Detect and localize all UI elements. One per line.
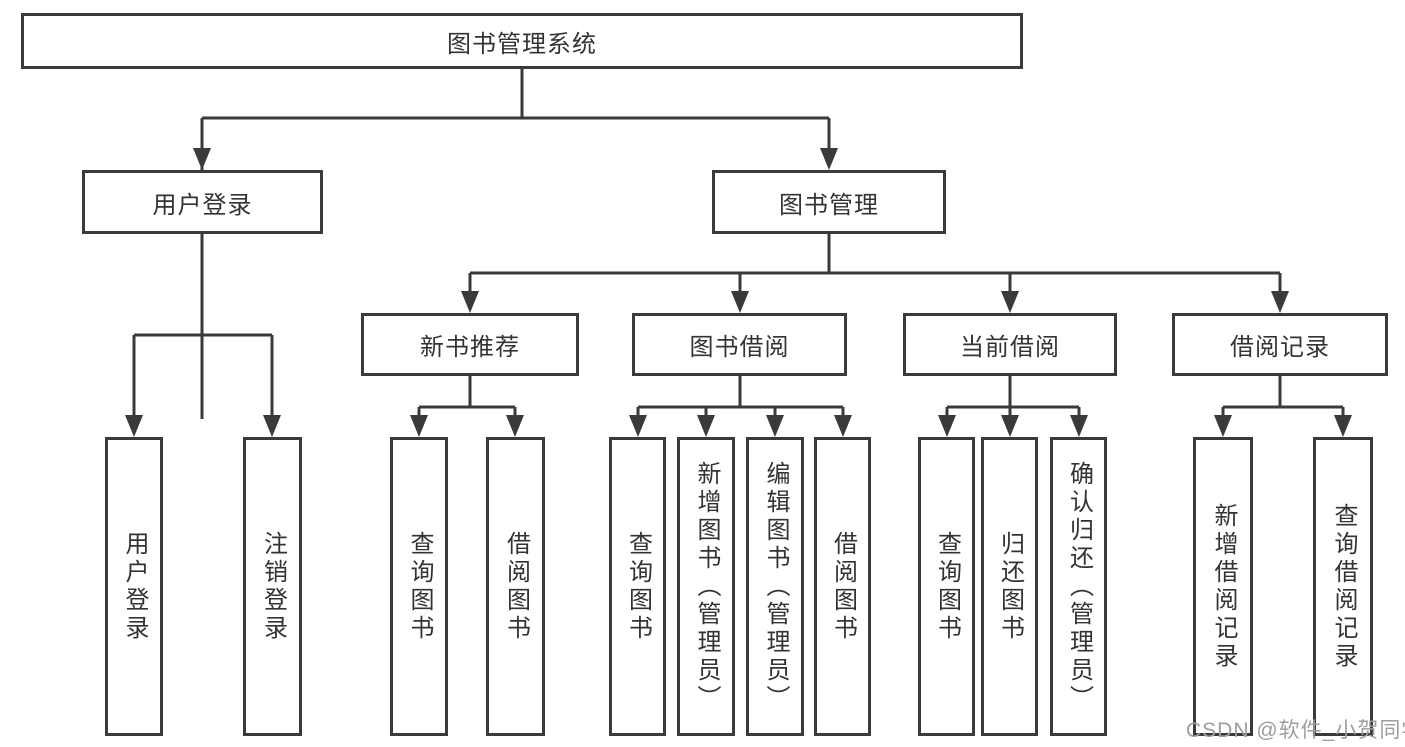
node-user-login: 用户登录 [82, 170, 323, 234]
leaf-query-borrow-record-label: 查询借阅记录 [1330, 502, 1357, 671]
node-new-book-recommend-label: 新书推荐 [420, 334, 520, 361]
leaf-query-book-borrow-label: 查询图书 [624, 530, 652, 643]
leaf-user-login-label: 用户登录 [121, 530, 148, 643]
leaf-user-login: 用户登录 [105, 437, 163, 736]
node-book-borrow-label: 图书借阅 [689, 334, 790, 361]
leaf-query-borrow-record: 查询借阅记录 [1313, 437, 1373, 736]
wire-book-branch [468, 234, 1282, 295]
node-root-label: 图书管理系统 [447, 30, 597, 58]
node-book-management-label: 图书管理 [779, 191, 879, 219]
wire-new-section [417, 376, 517, 419]
leaf-logout-login-label: 注销登录 [259, 530, 287, 643]
leaf-logout-login: 注销登录 [243, 437, 302, 736]
node-book-management: 图书管理 [712, 170, 946, 234]
node-root-system: 图书管理系统 [21, 13, 1023, 69]
leaf-borrow-book-label: 借阅图书 [829, 530, 857, 643]
arrowheads [125, 148, 1352, 437]
leaf-query-book-recommend: 查询图书 [390, 437, 448, 736]
leaf-add-book-admin-label: 新增图书（管理员） [693, 460, 720, 713]
wire-current-section [945, 376, 1081, 419]
leaf-add-borrow-record-label: 新增借阅记录 [1210, 502, 1237, 671]
leaf-add-book-admin: 新增图书（管理员） [677, 437, 735, 736]
node-current-borrow-label: 当前借阅 [960, 334, 1060, 361]
leaf-return-book: 归还图书 [981, 437, 1038, 736]
wire-root [200, 69, 831, 419]
leaf-borrow-book-recommend: 借阅图书 [486, 437, 545, 736]
csdn-watermark: CSDN @软件_小贺同学 [1186, 719, 1405, 742]
node-borrow-record-label: 借阅记录 [1230, 334, 1330, 361]
wire-record-section [1221, 376, 1345, 419]
leaf-query-book-borrow: 查询图书 [609, 437, 666, 736]
leaf-borrow-book: 借阅图书 [814, 437, 871, 736]
leaf-edit-book-admin-label: 编辑图书（管理员） [762, 460, 789, 713]
leaf-add-borrow-record: 新增借阅记录 [1193, 437, 1253, 736]
wire-user-branch [132, 234, 274, 419]
leaf-query-book-current: 查询图书 [918, 437, 975, 736]
node-new-book-recommend: 新书推荐 [361, 313, 579, 376]
leaf-confirm-return-admin-label: 确认归还（管理员） [1065, 460, 1093, 713]
leaf-borrow-book-recommend-label: 借阅图书 [502, 530, 530, 643]
leaf-return-book-label: 归还图书 [996, 530, 1024, 643]
node-current-borrow: 当前借阅 [903, 313, 1117, 376]
wire-borrow-section [636, 376, 845, 419]
node-book-borrow: 图书借阅 [632, 313, 847, 376]
leaf-confirm-return-admin: 确认归还（管理员） [1050, 437, 1107, 736]
leaf-query-book-recommend-label: 查询图书 [406, 530, 433, 643]
node-borrow-record: 借阅记录 [1172, 313, 1388, 376]
leaf-edit-book-admin: 编辑图书（管理员） [746, 437, 804, 736]
leaf-query-book-current-label: 查询图书 [933, 530, 961, 643]
node-user-login-label: 用户登录 [152, 191, 253, 219]
